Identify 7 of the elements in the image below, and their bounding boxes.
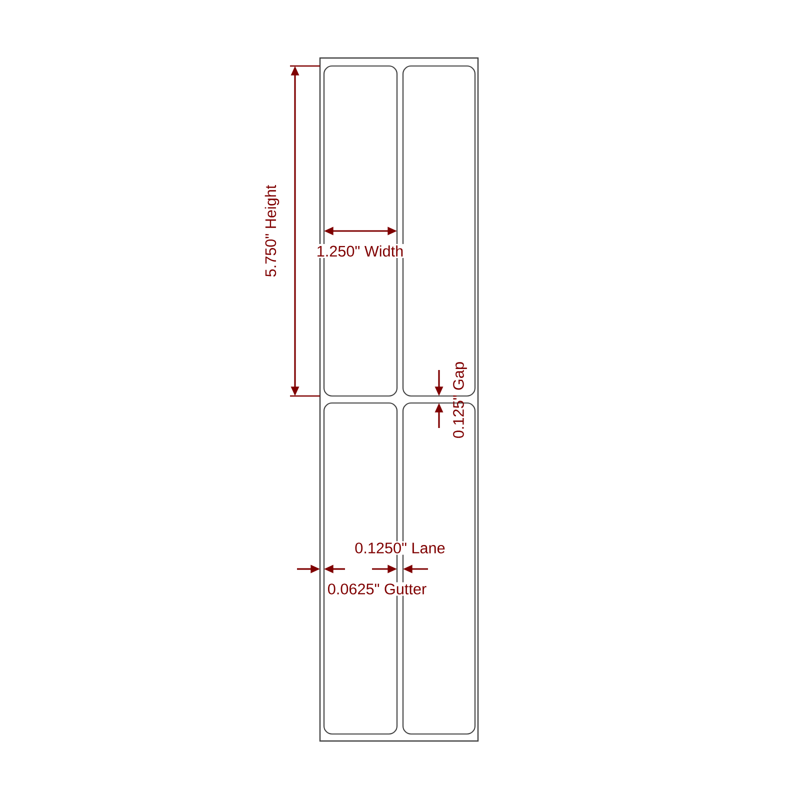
- dimension-label: 0.125" Gap: [453, 362, 467, 438]
- dimension-label: 0.1250" Lane: [353, 541, 447, 555]
- dimension-label: 1.250" Width: [315, 244, 405, 258]
- label-outline: [402, 65, 476, 397]
- sheet-outline: [319, 57, 479, 742]
- dimension-label: 5.750" Height: [264, 184, 280, 277]
- dimension-label: 0.0625" Gutter: [326, 582, 428, 596]
